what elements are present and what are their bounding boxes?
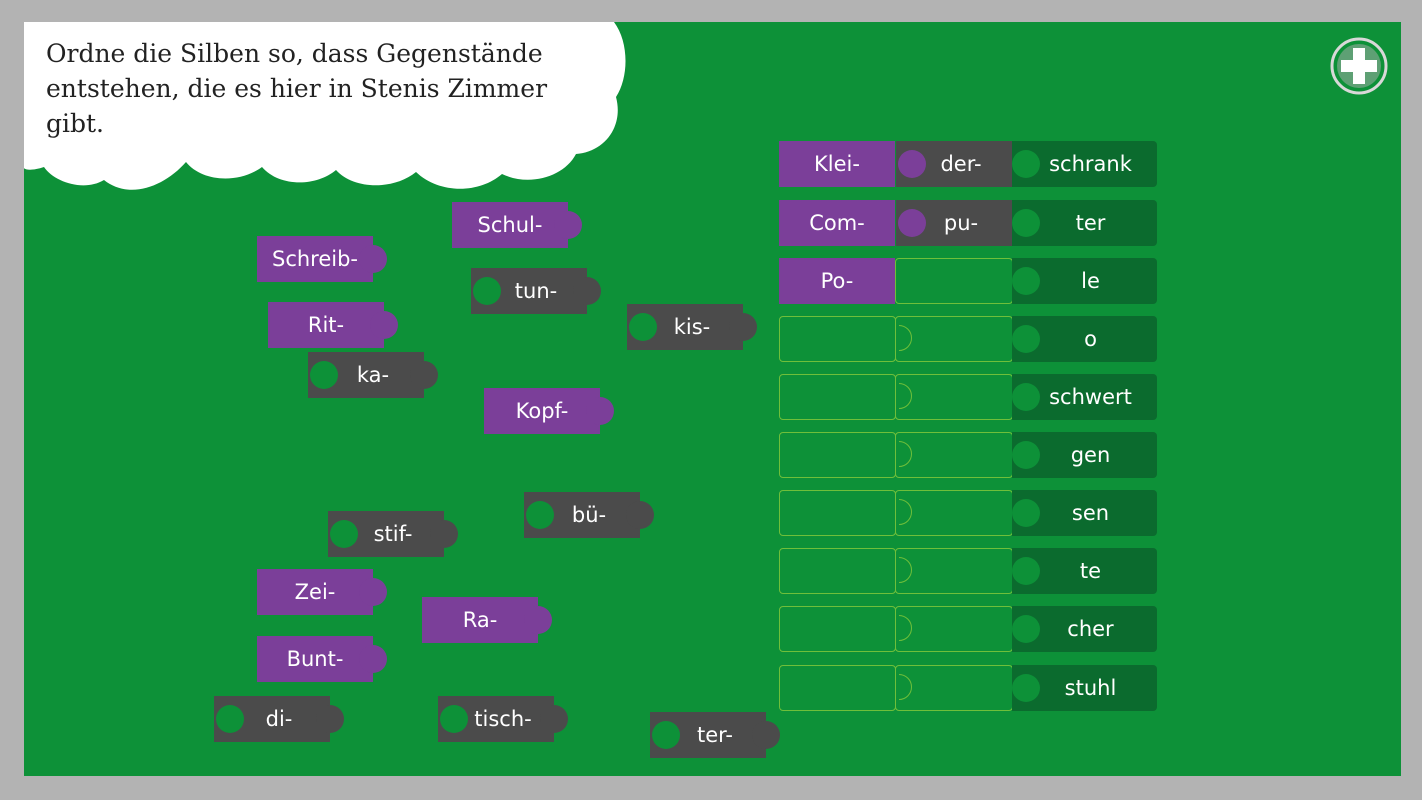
first-slot[interactable]	[779, 316, 896, 362]
first-syllable-piece[interactable]: Po-	[779, 258, 895, 304]
answer-row: Com- pu- ter	[779, 200, 1157, 246]
end-syllable: cher	[1012, 606, 1157, 652]
end-syllable: schwert	[1012, 374, 1157, 420]
first-syllable-piece[interactable]: Zei-	[257, 569, 387, 615]
middle-syllable-piece[interactable]: ter-	[650, 712, 780, 758]
first-slot[interactable]	[779, 606, 896, 652]
first-slot[interactable]	[779, 490, 896, 536]
first-syllable-piece[interactable]: Kopf-	[484, 388, 614, 434]
answer-row: sen	[779, 490, 1157, 536]
answer-row: te	[779, 548, 1157, 594]
middle-syllable-piece[interactable]: stif-	[328, 511, 458, 557]
game-board: Ordne die Silben so, dass Gegenstände en…	[24, 22, 1401, 776]
answer-row: Klei- der- schrank	[779, 141, 1157, 187]
first-syllable-piece[interactable]: Schreib-	[257, 236, 387, 282]
middle-slot[interactable]	[895, 316, 1013, 362]
middle-syllable-piece[interactable]: di-	[214, 696, 344, 742]
end-syllable: o	[1012, 316, 1157, 362]
middle-slot[interactable]	[895, 548, 1013, 594]
end-syllable: stuhl	[1012, 665, 1157, 711]
first-syllable-piece[interactable]: Ra-	[422, 597, 552, 643]
first-syllable-piece[interactable]: Klei-	[779, 141, 895, 187]
middle-slot[interactable]	[895, 432, 1013, 478]
first-syllable-piece[interactable]: Com-	[779, 200, 895, 246]
answer-row: schwert	[779, 374, 1157, 420]
first-syllable-piece[interactable]: Schul-	[452, 202, 582, 248]
end-syllable: gen	[1012, 432, 1157, 478]
plus-circle-icon[interactable]	[1329, 36, 1389, 96]
first-syllable-piece[interactable]: Rit-	[268, 302, 398, 348]
answer-row: gen	[779, 432, 1157, 478]
first-slot[interactable]	[779, 548, 896, 594]
first-slot[interactable]	[779, 432, 896, 478]
first-syllable-piece[interactable]: Bunt-	[257, 636, 387, 682]
end-syllable: le	[1012, 258, 1157, 304]
middle-syllable-piece[interactable]: pu-	[896, 200, 1012, 246]
middle-syllable-piece[interactable]: kis-	[627, 304, 757, 350]
speech-cloud	[24, 22, 626, 190]
answer-row: o	[779, 316, 1157, 362]
answer-row: stuhl	[779, 665, 1157, 711]
first-slot[interactable]	[779, 665, 896, 711]
answer-row: Po- le	[779, 258, 1157, 304]
middle-syllable-piece[interactable]: tun-	[471, 268, 601, 314]
middle-slot[interactable]	[895, 606, 1013, 652]
end-syllable: ter	[1012, 200, 1157, 246]
first-slot[interactable]	[779, 374, 896, 420]
middle-syllable-piece[interactable]: der-	[896, 141, 1012, 187]
middle-syllable-piece[interactable]: ka-	[308, 352, 438, 398]
end-syllable: sen	[1012, 490, 1157, 536]
instruction-text: Ordne die Silben so, dass Gegenstände en…	[46, 39, 548, 138]
middle-slot[interactable]	[895, 258, 1013, 304]
end-syllable: te	[1012, 548, 1157, 594]
middle-syllable-piece[interactable]: bü-	[524, 492, 654, 538]
answer-row: cher	[779, 606, 1157, 652]
middle-slot[interactable]	[895, 490, 1013, 536]
end-syllable: schrank	[1012, 141, 1157, 187]
middle-slot[interactable]	[895, 665, 1013, 711]
middle-syllable-piece[interactable]: tisch-	[438, 696, 568, 742]
middle-slot[interactable]	[895, 374, 1013, 420]
